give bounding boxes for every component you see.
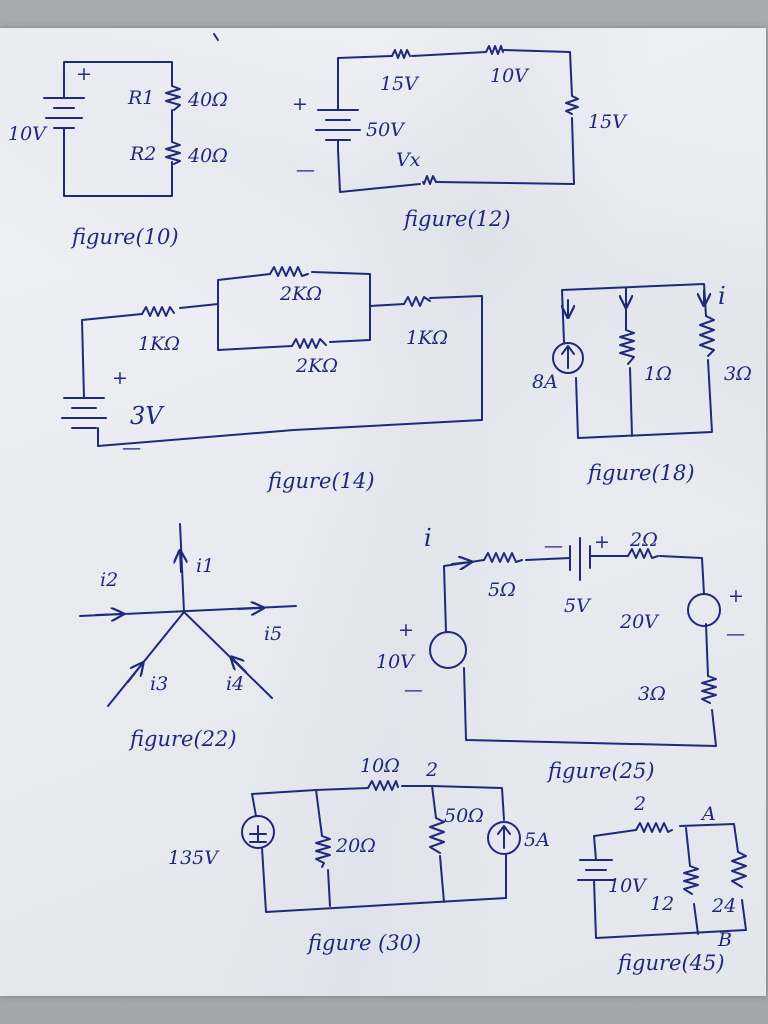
fig22-i3: i3 <box>150 673 168 695</box>
figure-22: i1 i2 i3 i4 i5 figure(22) <box>79 523 297 751</box>
fig25-minus-top: — <box>544 535 563 557</box>
fig22-i2: i2 <box>100 569 118 591</box>
fig14-caption: figure(14) <box>266 469 375 493</box>
figure-10: + 10V R1 40Ω R2 40Ω figure(10) <box>8 61 228 249</box>
fig45-node-b: B <box>717 929 732 951</box>
fig10-r1-value: 40Ω <box>187 89 228 111</box>
fig22-i1: i1 <box>196 555 214 577</box>
fig10-r1-name: R1 <box>127 87 154 109</box>
fig10-plus: + <box>76 63 92 85</box>
figure-45: 2 A 10V 12 24 B figure(45) <box>577 793 747 975</box>
figure-25: i 5Ω — + 5V 2Ω 20V + — 3Ω + 10V — figure… <box>376 524 745 783</box>
fig25-plus-top: + <box>594 531 610 553</box>
fig14-r-par-top: 2KΩ <box>279 283 322 305</box>
fig25-current: i <box>424 524 432 552</box>
fig12-minus: — <box>296 159 315 181</box>
fig45-source-label: 10V <box>608 875 648 897</box>
fig14-r-left: 1KΩ <box>138 333 180 355</box>
figure-12: + — 15V 10V 15V 50V Vx figure(12) <box>292 45 628 231</box>
stray-mark <box>213 33 219 41</box>
fig22-i5: i5 <box>264 623 282 645</box>
fig22-i4: i4 <box>226 673 244 695</box>
fig10-caption: figure(10) <box>70 225 179 249</box>
figure-14: + — 3V 1KΩ 2KΩ 2KΩ 1KΩ figure(14) <box>61 266 483 493</box>
fig30-r-top: 10Ω <box>360 755 400 777</box>
fig25-minus-left: — <box>404 679 423 701</box>
fig18-r1: 1Ω <box>644 363 672 385</box>
fig25-r2: 2Ω <box>629 529 658 551</box>
fig22-caption: figure(22) <box>128 727 237 751</box>
fig12-v2: 10V <box>490 65 530 87</box>
fig25-caption: figure(25) <box>546 759 655 783</box>
fig45-r-right: 24 <box>711 895 736 917</box>
fig25-v-batt: 5V <box>564 595 592 617</box>
fig25-minus-right: — <box>726 623 745 645</box>
fig12-source-label: 50V <box>366 119 406 141</box>
fig14-source-label: 3V <box>130 402 165 430</box>
fig45-r-top: 2 <box>633 793 646 815</box>
fig12-v3: 15V <box>588 111 628 133</box>
fig25-plus-left: + <box>398 619 414 641</box>
fig14-r-par-bot: 2KΩ <box>295 355 338 377</box>
fig12-vx: Vx <box>396 149 421 171</box>
fig25-v-src1: 10V <box>376 651 416 673</box>
fig30-source-label: 135V <box>168 847 220 869</box>
fig14-minus: — <box>122 437 141 459</box>
fig45-r-mid: 12 <box>650 893 674 915</box>
fig18-source-label: 8A <box>532 371 558 393</box>
fig30-caption: figure (30) <box>306 931 421 955</box>
fig10-source-label: 10V <box>8 123 48 145</box>
fig30-r-right: 50Ω <box>444 805 484 827</box>
fig18-r2: 3Ω <box>724 363 752 385</box>
fig14-r-right: 1KΩ <box>406 327 448 349</box>
fig30-i-src: 5A <box>524 829 550 851</box>
fig12-caption: figure(12) <box>402 207 511 231</box>
fig25-r3: 3Ω <box>638 683 666 705</box>
fig30-r-mid: 20Ω <box>335 835 376 857</box>
fig12-plus: + <box>292 93 308 115</box>
fig30-node: 2 <box>425 759 438 781</box>
fig18-caption: figure(18) <box>586 461 695 485</box>
fig25-plus-right: + <box>728 585 744 607</box>
fig12-v1: 15V <box>380 73 420 95</box>
fig45-caption: figure(45) <box>616 951 725 975</box>
fig14-plus: + <box>112 367 128 389</box>
figure-30: 135V 10Ω 2 20Ω 50Ω 5A figure (30) <box>168 755 550 955</box>
fig25-v-src2: 20V <box>619 611 660 633</box>
figure-18: 8A 1Ω 3Ω i figure(18) <box>532 282 752 485</box>
fig18-current: i <box>718 282 726 310</box>
fig45-node-a: A <box>700 803 716 825</box>
fig10-r2-value: 40Ω <box>187 145 228 167</box>
fig10-r2-name: R2 <box>129 143 156 165</box>
fig25-r1: 5Ω <box>488 579 516 601</box>
paper-sheet <box>0 28 766 996</box>
